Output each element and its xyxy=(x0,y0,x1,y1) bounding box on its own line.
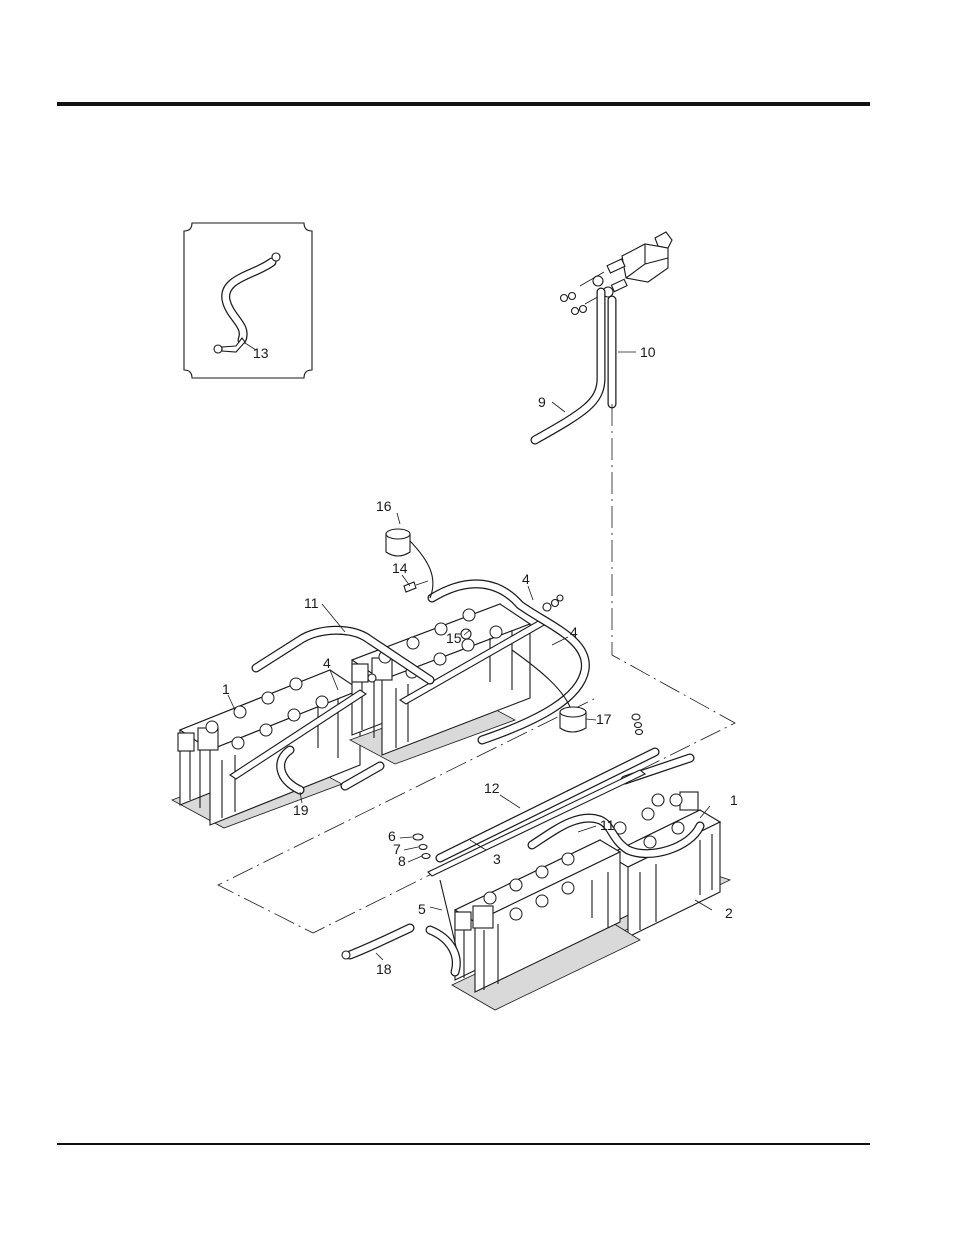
callout-11-lower: 11 xyxy=(600,817,615,833)
callout-16: 16 xyxy=(376,498,392,514)
part-17-cap xyxy=(560,707,586,732)
callout-4-upper-left: 4 xyxy=(323,655,331,671)
callout-12: 12 xyxy=(484,780,500,796)
callout-10: 10 xyxy=(640,344,656,360)
callout-11-upper: 11 xyxy=(304,595,319,611)
cable-18 xyxy=(342,928,456,972)
cable-13 xyxy=(214,253,280,353)
callout-1-upper: 1 xyxy=(222,681,230,697)
lower-battery-left xyxy=(452,840,640,1010)
callout-5: 5 xyxy=(418,901,426,917)
callout-8: 8 xyxy=(398,853,406,869)
hardware-6-7-8 xyxy=(413,834,430,859)
callout-19: 19 xyxy=(293,802,309,818)
callout-4-cable: 4 xyxy=(570,624,578,640)
callout-3: 3 xyxy=(493,851,501,867)
bottom-rule xyxy=(57,1143,870,1145)
callout-14: 14 xyxy=(392,560,408,576)
callout-17: 17 xyxy=(596,711,612,727)
callout-15: 15 xyxy=(446,630,462,646)
callout-9: 9 xyxy=(538,394,546,410)
leader-9 xyxy=(552,402,565,412)
part-16-cap xyxy=(386,529,410,556)
callout-13: 13 xyxy=(253,345,269,361)
upper-battery-left xyxy=(172,670,360,828)
callout-1-lower: 1 xyxy=(730,792,738,808)
callout-4-upper-right: 4 xyxy=(522,571,530,587)
cable-9 xyxy=(535,292,601,440)
callout-18: 18 xyxy=(376,961,392,977)
inset-panel xyxy=(184,223,312,378)
callout-2: 2 xyxy=(725,905,733,921)
